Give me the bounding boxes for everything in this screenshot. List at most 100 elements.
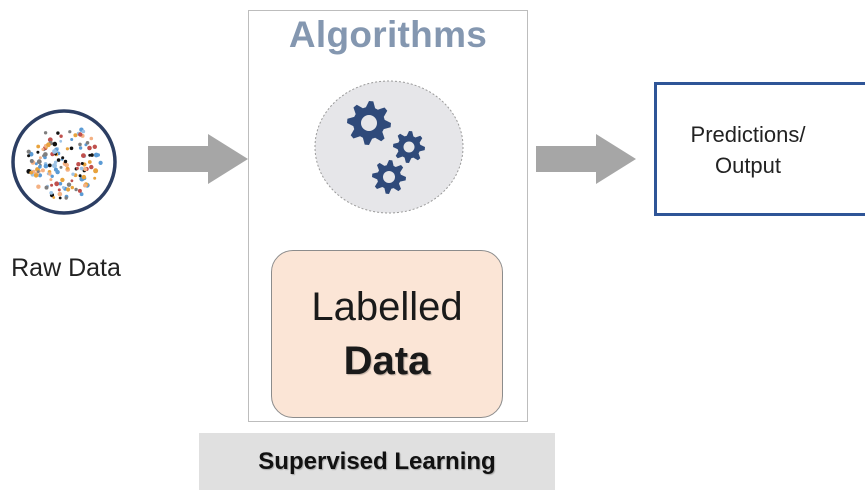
data-point-dot [43, 131, 48, 135]
data-point-dot [71, 172, 75, 176]
labelled-data-text-line1: Labelled [311, 285, 463, 329]
right-arrow-icon [536, 134, 636, 184]
data-point-dot [43, 152, 48, 157]
data-point-dot [75, 166, 79, 170]
data-point-dot [81, 153, 86, 158]
data-point-dot [36, 144, 41, 149]
data-point-dot [89, 164, 94, 170]
labelled-data-text-line2: Data [343, 339, 431, 383]
data-point-dot [78, 132, 83, 137]
gear-hole [361, 115, 377, 131]
data-point-dot [55, 169, 60, 175]
data-point-dot [54, 181, 60, 187]
data-point-dot [61, 186, 65, 189]
gear-hole [383, 171, 395, 183]
data-point-dot [83, 167, 87, 171]
data-point-dot [60, 177, 65, 183]
data-point-dot [38, 164, 42, 169]
data-point-dot [76, 162, 81, 167]
data-point-dot [47, 137, 53, 143]
data-point-dot [50, 174, 54, 178]
data-point-dot [53, 160, 58, 164]
output-label: Output [714, 153, 782, 178]
labelled-data-box [271, 250, 503, 418]
data-point-dot [64, 196, 68, 200]
algorithms-title: Algorithms [288, 14, 488, 55]
data-point-dot [36, 150, 40, 154]
data-point-dot [56, 158, 61, 162]
data-point-dot [80, 162, 84, 165]
data-point-dot [59, 165, 63, 169]
data-point-dot [27, 154, 31, 158]
data-point-dot [52, 196, 56, 199]
data-point-dot [70, 179, 74, 183]
supervised-learning-bar [199, 433, 555, 490]
data-point-dot [33, 173, 39, 178]
data-point-dot [79, 166, 84, 171]
data-point-dot [61, 156, 65, 160]
data-point-dot [78, 174, 82, 178]
data-point-dot [49, 178, 53, 182]
data-point-dot [58, 181, 63, 186]
data-point-dot [65, 147, 69, 151]
data-point-dot [93, 168, 99, 174]
data-point-dot [26, 149, 31, 154]
data-point-dot [46, 142, 51, 147]
data-point-dot [66, 187, 71, 192]
data-point-dot [66, 166, 69, 170]
data-point-dot [48, 172, 52, 176]
data-point-dot [68, 130, 72, 134]
gear-hole [403, 141, 415, 153]
data-point-dot [66, 182, 72, 187]
data-point-dot [70, 185, 74, 190]
data-point-dot [52, 141, 58, 147]
data-point-dot [63, 159, 68, 164]
data-point-dot [52, 163, 57, 169]
data-point-dot [47, 163, 52, 168]
data-point-dot [98, 160, 103, 165]
data-point-dot [44, 185, 49, 190]
data-point-dot [93, 176, 97, 180]
data-point-dot [64, 162, 69, 168]
data-point-dot [96, 153, 101, 157]
data-point-dot [56, 131, 60, 135]
data-point-dot [89, 136, 94, 141]
data-point-dot [36, 170, 40, 173]
data-point-dot [52, 149, 57, 154]
data-point-dot [59, 139, 63, 143]
right-arrow-icon [148, 134, 248, 184]
data-point-dot [58, 196, 62, 200]
data-point-dot [40, 168, 45, 173]
data-point-dot [59, 134, 63, 138]
data-point-dot [70, 138, 74, 141]
data-point-dot [79, 192, 84, 197]
predictions-output-box [654, 82, 865, 216]
supervised-learning-label: Supervised Learning [258, 448, 496, 475]
data-point-dot [73, 133, 78, 138]
data-point-dot [36, 159, 42, 165]
data-point-dot [57, 191, 63, 197]
data-point-dot [78, 142, 82, 147]
data-point-dot [92, 144, 98, 149]
data-point-dot [81, 174, 87, 180]
data-point-dot [87, 160, 92, 164]
data-point-dot [81, 129, 86, 134]
data-point-dot [77, 188, 82, 193]
raw-data-label: Raw Data [11, 254, 121, 282]
data-point-dot [69, 146, 74, 151]
data-point-dot [43, 163, 49, 169]
data-point-dot [90, 153, 94, 157]
data-point-dot [50, 183, 54, 187]
data-point-dot [49, 191, 54, 195]
predictions-label: Predictions/ [690, 122, 806, 147]
scattered-data-points-icon [11, 109, 117, 215]
data-point-dot [38, 156, 42, 160]
data-point-dot [41, 147, 45, 151]
gears-icon [314, 80, 464, 214]
data-point-dot [57, 188, 61, 192]
data-point-dot [85, 141, 90, 145]
data-point-dot [29, 170, 34, 175]
data-point-dot [37, 173, 43, 178]
data-point-dot [78, 146, 83, 150]
data-point-dot [74, 187, 78, 192]
